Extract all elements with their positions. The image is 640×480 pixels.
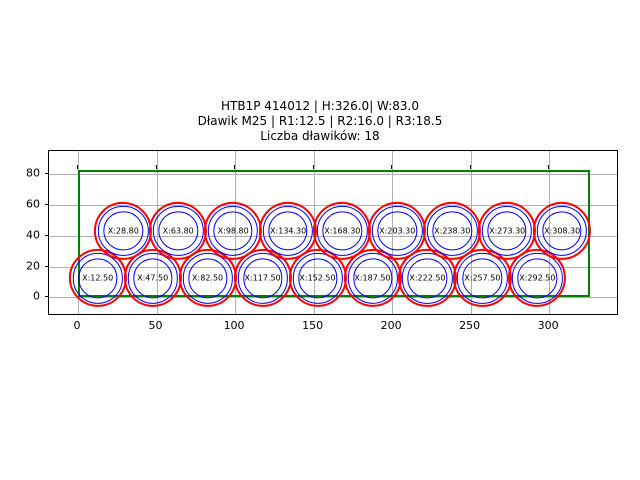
gridline-horizontal	[49, 174, 617, 176]
gland-ring-r2	[237, 253, 288, 304]
gland-marker[interactable]: X:308.30	[533, 201, 592, 260]
gland-ring-r1	[487, 211, 527, 251]
x-axis-tick-label: 200	[380, 319, 402, 332]
gland-ring-r2	[182, 253, 233, 304]
chart-title-line-3: Liczba dławików: 18	[260, 129, 380, 143]
y-axis-tick	[44, 203, 48, 205]
gland-ring-r2	[263, 205, 314, 256]
gland-ring-r1	[377, 211, 417, 251]
x-axis-tick	[469, 165, 471, 169]
gland-ring-r1	[542, 211, 582, 251]
gland-ring-r1	[268, 211, 308, 251]
gland-ring-r2	[482, 205, 533, 256]
gland-ring-r1	[187, 258, 228, 298]
gland-ring-r2	[292, 253, 343, 304]
x-axis-tick-label: 0	[73, 319, 81, 332]
x-axis-tick	[548, 165, 550, 169]
gland-marker[interactable]: X:98.80	[204, 201, 263, 260]
x-axis-tick	[155, 165, 157, 169]
gland-ring-r1	[352, 258, 393, 298]
gland-marker[interactable]: X:63.80	[149, 201, 208, 260]
gland-ring-r2	[372, 205, 423, 256]
gland-ring-r2	[317, 205, 368, 256]
gland-ring-r1	[407, 258, 448, 298]
gland-marker[interactable]: X:28.80	[94, 201, 153, 260]
gland-marker[interactable]: X:134.30	[259, 201, 318, 260]
y-axis-tick	[44, 265, 48, 267]
y-axis-tick	[44, 234, 48, 236]
x-axis-tick-label: 150	[302, 319, 324, 332]
gland-ring-r2	[427, 205, 478, 256]
x-axis-tick-label: 50	[148, 319, 163, 332]
y-axis-tick-label: 0	[33, 289, 40, 303]
y-axis-tick	[44, 173, 48, 175]
gland-ring-r1	[103, 211, 143, 251]
gland-ring-r2	[127, 253, 178, 304]
gland-marker[interactable]: X:203.30	[368, 201, 427, 260]
chart-title-line-1: HTB1P 414012 | H:326.0| W:83.0	[221, 99, 419, 113]
gland-ring-r1	[158, 211, 198, 251]
gland-ring-r1	[242, 258, 283, 298]
gland-marker[interactable]: X:238.30	[423, 201, 482, 260]
gland-ring-r1	[297, 258, 338, 298]
x-axis-tick-label: 300	[537, 319, 559, 332]
chart-title-block: HTB1P 414012 | H:326.0| W:83.0 Dławik M2…	[0, 99, 640, 144]
gland-marker[interactable]: X:168.30	[313, 201, 372, 260]
gland-ring-r1	[322, 211, 362, 251]
x-axis-tick	[77, 165, 79, 169]
y-axis-tick-label: 80	[26, 166, 40, 180]
gland-ring-r1	[213, 211, 253, 251]
y-axis-tick-label: 60	[26, 197, 40, 211]
gland-ring-r2	[98, 205, 149, 256]
gland-ring-r2	[402, 253, 453, 304]
x-axis-tick	[391, 165, 393, 169]
x-axis-tick-label: 100	[223, 319, 245, 332]
gland-ring-r1	[517, 258, 557, 298]
gland-ring-r2	[512, 253, 563, 304]
gland-ring-r2	[537, 205, 588, 256]
gland-ring-r2	[153, 205, 204, 256]
chart-title-line-2: Dławik M25 | R1:12.5 | R2:16.0 | R3:18.5	[197, 114, 443, 128]
y-axis-tick-label: 20	[26, 259, 40, 273]
gland-ring-r1	[432, 211, 472, 251]
gland-ring-r1	[133, 258, 173, 298]
x-axis-tick	[234, 165, 236, 169]
y-axis-tick	[44, 296, 48, 298]
y-axis-tick-label: 40	[26, 228, 40, 242]
x-axis-tick-label: 250	[459, 319, 481, 332]
gland-ring-r1	[462, 258, 502, 298]
gland-ring-r3	[508, 249, 567, 308]
gland-ring-r2	[208, 205, 259, 256]
gland-ring-r1	[78, 258, 118, 298]
gland-ring-r2	[72, 253, 123, 304]
x-axis-tick	[312, 165, 314, 169]
gland-ring-r2	[347, 253, 398, 304]
gland-marker[interactable]: X:273.30	[478, 201, 537, 260]
gland-ring-r3	[533, 201, 592, 260]
gland-ring-r2	[457, 253, 508, 304]
